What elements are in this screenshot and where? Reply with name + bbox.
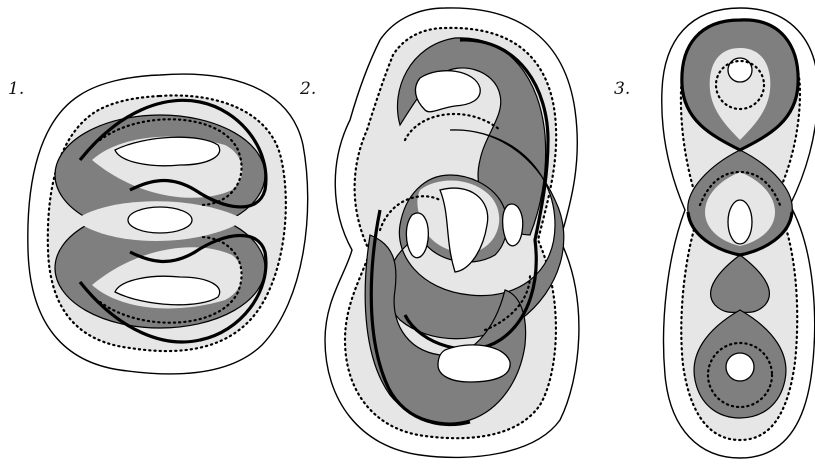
panel-1-inner-oval-middle: [127, 206, 193, 234]
panel-1-thick-curve-upper: [78, 98, 268, 209]
panel-3-oval-middle: [727, 199, 753, 245]
panel-2-label: 2.: [299, 79, 316, 99]
panel-1: 1.: [8, 73, 309, 375]
panel-3-dotted-middle: [698, 170, 782, 207]
panel-1-label: 1.: [8, 79, 24, 99]
panel-1-inner-oval-bottom: [114, 275, 221, 306]
panel-3-label: 3.: [614, 79, 630, 99]
panel-2-inner-loop-left: [405, 212, 429, 259]
panel-3-ring-top: [727, 57, 753, 83]
panel-2: 2.: [299, 7, 580, 459]
panel-2-inner-loop-top: [414, 70, 481, 113]
panel-3: 3.: [614, 7, 815, 459]
panel-3-dotted-ring-top: [714, 59, 766, 111]
panel-3-dotted-outer: [679, 23, 802, 442]
panel-2-dotted-inner: [378, 112, 532, 332]
panel-3-ring-bottom: [725, 352, 755, 382]
panel-3-light-top-window: [709, 48, 771, 140]
panel-1-dotted-outer: [46, 94, 287, 353]
panel-3-dotted-ring-bottom: [706, 341, 774, 409]
panel-2-inner-loop-bottom: [437, 344, 511, 383]
panel-2-inner-loop-center: [439, 187, 489, 273]
panel-3-thick-curve: [680, 18, 800, 257]
panel-2-dotted-outer: [343, 26, 558, 440]
panel-1-thick-curve-lower: [78, 233, 268, 344]
panel-2-upper-loop: [396, 37, 547, 236]
panel-2-inner-loop-right: [501, 203, 524, 247]
panel-1-dotted-inner: [98, 118, 243, 324]
panel-1-inner-oval-top: [114, 136, 221, 167]
